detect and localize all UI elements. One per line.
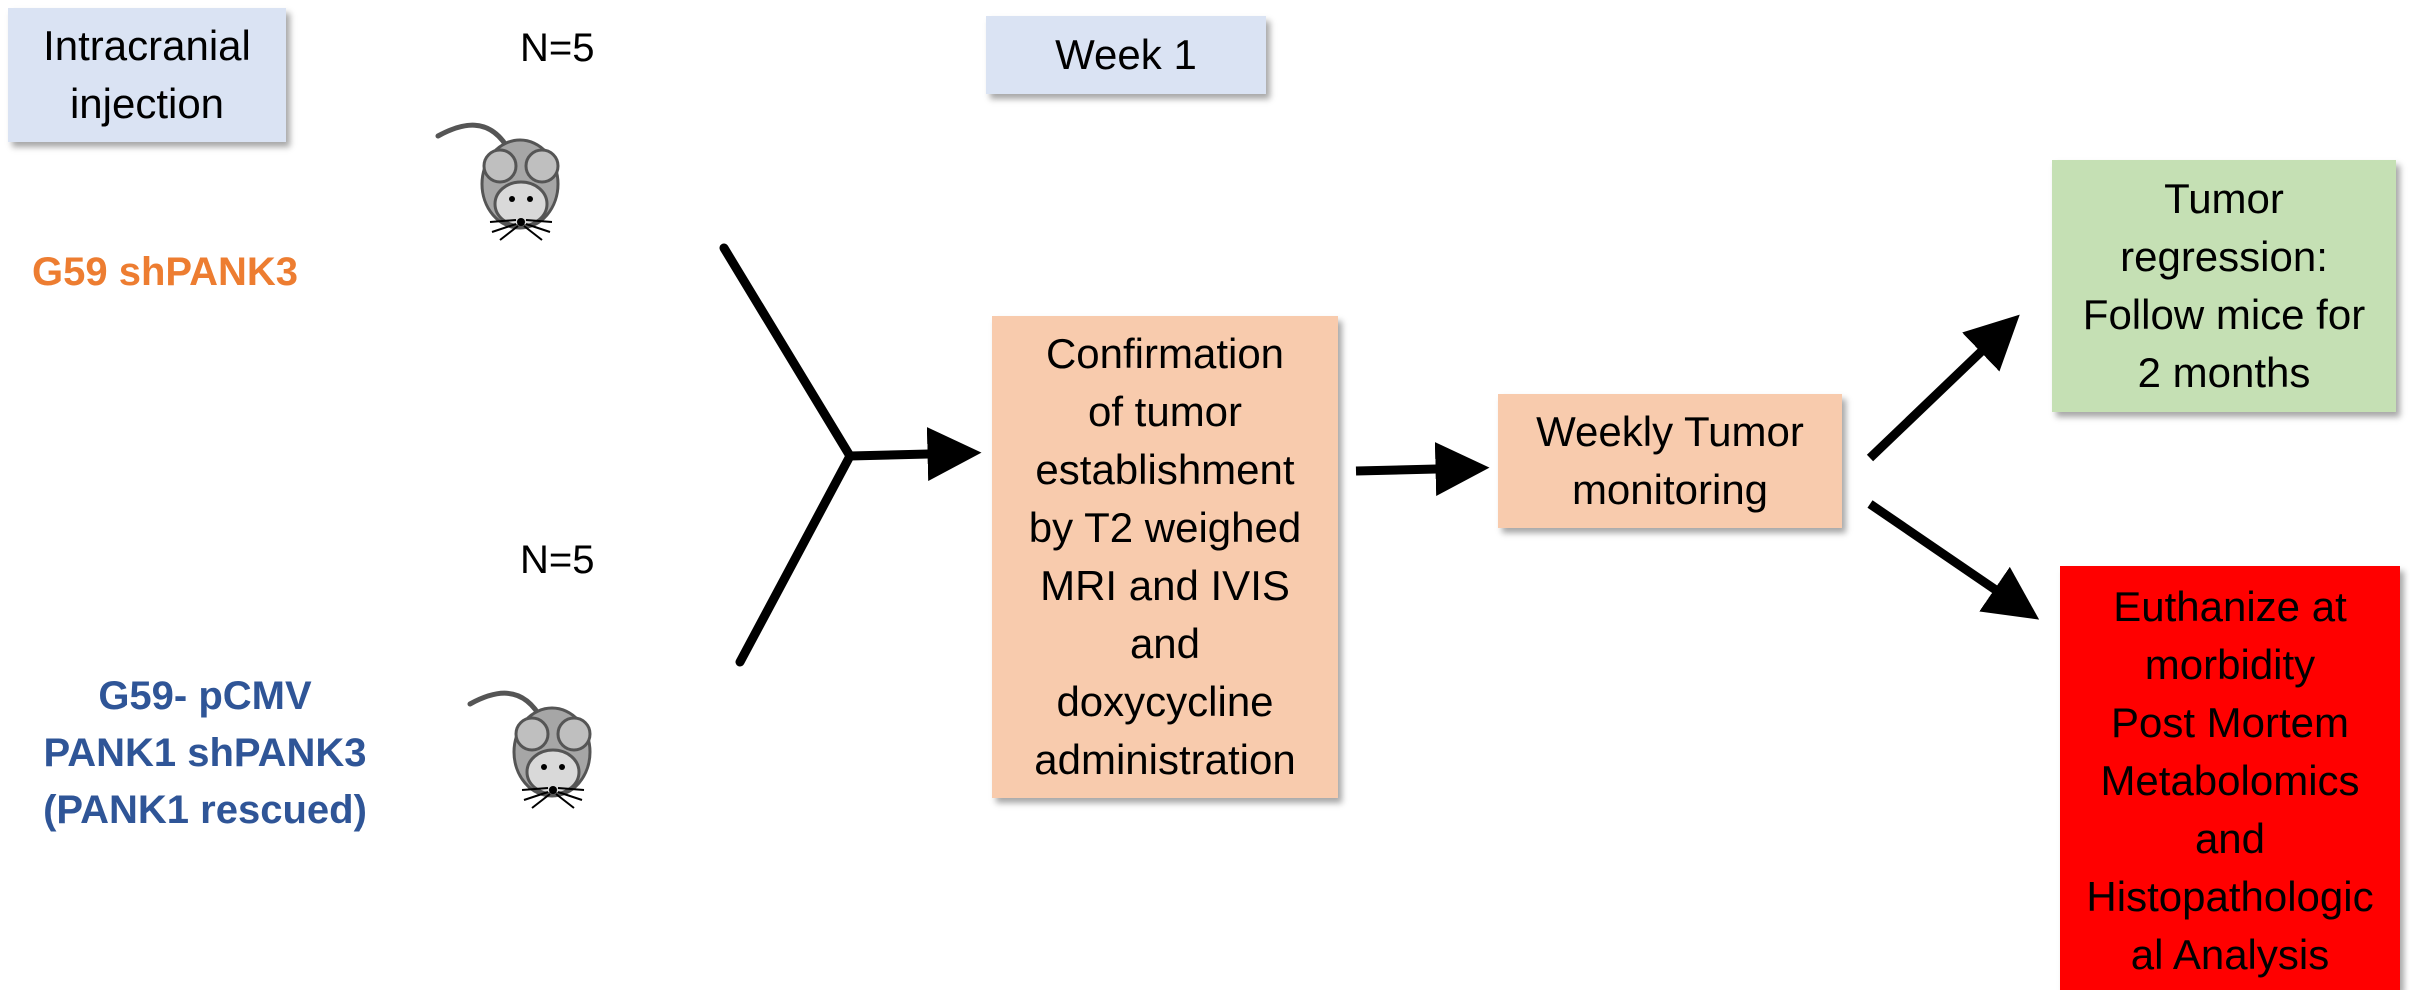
monitoring-line-2: monitoring (1571, 466, 1769, 513)
merge-connector-bottom (735, 451, 855, 667)
injection-line-1: Intracranial (43, 22, 251, 69)
week-1-box: Week 1 (986, 16, 1266, 94)
euthanize-line-1: Euthanize at (2113, 583, 2347, 630)
confirmation-line-8: administration (1034, 736, 1296, 783)
confirmation-line-1: Confirmation (1045, 330, 1285, 377)
confirmation-line-3: establishment (1035, 446, 1295, 493)
arrow-to-confirmation (849, 427, 982, 482)
regression-line-4: 2 months (2137, 349, 2311, 396)
group1-n-label: N=5 (520, 26, 595, 70)
confirmation-line-6: and (1129, 620, 1201, 667)
monitoring-line-1: Weekly Tumor (1536, 408, 1804, 455)
arrow-to-monitoring (1355, 442, 1490, 497)
euthanize-line-5: and (2194, 815, 2266, 862)
intracranial-injection-box: Intracranial injection (8, 8, 286, 142)
group2-line-3: (PANK1 rescued) (43, 788, 367, 832)
tumor-regression-box: Tumor regression: Follow mice for 2 mont… (2052, 160, 2396, 412)
mouse-icon (435, 122, 560, 241)
euthanize-box: Euthanize at morbidity Post Mortem Metab… (2060, 566, 2400, 990)
confirmation-box: Confirmation of tumor establishment by T… (992, 316, 1338, 798)
regression-line-1: Tumor (2164, 175, 2284, 222)
confirmation-line-7: doxycycline (1056, 678, 1274, 725)
week-label: Week 1 (1055, 31, 1197, 78)
mouse-icon (467, 690, 592, 809)
regression-line-2: regression: (2120, 233, 2328, 280)
euthanize-line-6: Histopathologic (2086, 873, 2374, 920)
regression-line-3: Follow mice for (2082, 291, 2366, 338)
euthanize-line-2: morbidity (2144, 641, 2316, 688)
confirmation-line-2: of tumor (1087, 388, 1243, 435)
confirmation-line-5: MRI and IVIS (1040, 562, 1290, 609)
injection-line-2: injection (69, 80, 225, 127)
group2-line-1: G59- pCMV (98, 674, 312, 718)
group2-line-2: PANK1 shPANK3 (43, 731, 367, 775)
arrow-to-euthanize (1867, 500, 2040, 620)
euthanize-line-4: Metabolomics (2100, 757, 2360, 804)
euthanize-line-3: Post Mortem (2110, 699, 2350, 746)
confirmation-line-4: by T2 weighed (1028, 504, 1302, 551)
group1-name: G59 shPANK3 (32, 250, 299, 294)
group2-name: G59- pCMV PANK1 shPANK3 (PANK1 rescued) (40, 668, 370, 839)
group2-n-label: N=5 (520, 538, 595, 582)
euthanize-line-7: al Analysis (2130, 931, 2330, 978)
weekly-monitoring-box: Weekly Tumor monitoring (1498, 394, 1842, 528)
arrow-to-regression (1866, 314, 2020, 462)
merge-connector-top (719, 243, 855, 461)
